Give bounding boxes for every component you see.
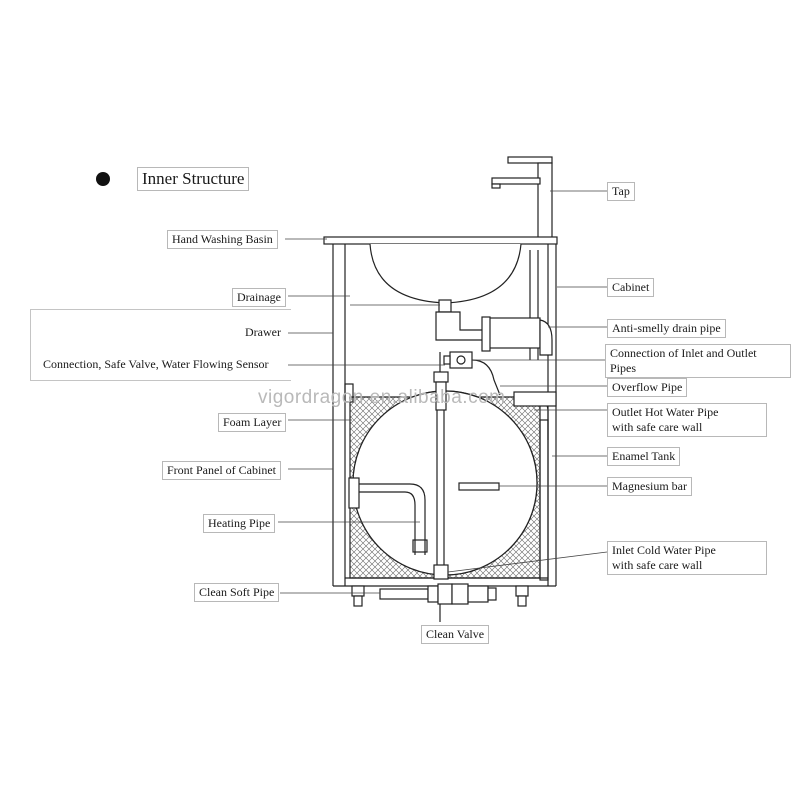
label-drawer: Drawer <box>245 325 281 339</box>
label-connection-inlet-outlet: Connection of Inlet and Outlet Pipes <box>605 344 791 378</box>
label-anti-smelly: Anti-smelly drain pipe <box>607 319 726 338</box>
diagram-title: Inner Structure <box>137 167 250 191</box>
label-overflow-pipe: Overflow Pipe <box>607 378 688 397</box>
title-bullet <box>96 172 110 186</box>
label-heating-pipe: Heating Pipe <box>203 514 276 533</box>
tap-shape <box>491 156 553 239</box>
countertop <box>323 236 558 245</box>
drawer-bracket <box>30 309 291 381</box>
label-drainage: Drainage <box>232 288 286 307</box>
label-line: with safe care wall <box>612 558 703 572</box>
heating-pipe <box>348 477 428 555</box>
label-inlet-cold: Inlet Cold Water Pipe with safe care wal… <box>607 541 767 575</box>
bottom-assembly <box>351 583 529 622</box>
drain-pipe <box>435 299 553 356</box>
label-line: with safe care wall <box>612 420 703 434</box>
label-enamel-tank: Enamel Tank <box>607 447 681 466</box>
leader-lines <box>278 190 608 594</box>
label-magnesium-bar: Magnesium bar <box>607 477 692 496</box>
label-clean-soft-pipe: Clean Soft Pipe <box>194 583 280 602</box>
basin-bowl <box>369 243 522 304</box>
label-connection-sensor: Connection, Safe Valve, Water Flowing Se… <box>43 357 269 371</box>
label-outlet-hot: Outlet Hot Water Pipe with safe care wal… <box>607 403 767 437</box>
label-tap: Tap <box>607 182 635 201</box>
label-front-panel: Front Panel of Cabinet <box>162 461 281 480</box>
enamel-tank <box>352 390 538 576</box>
label-cabinet: Cabinet <box>607 278 655 297</box>
label-hand-washing-basin: Hand Washing Basin <box>167 230 278 249</box>
watermark-text: vigordragon.en.alibaba.com <box>258 387 506 408</box>
label-line: Connection of Inlet and Outlet <box>610 346 757 360</box>
label-foam-layer: Foam Layer <box>218 413 287 432</box>
label-clean-valve: Clean Valve <box>421 625 490 644</box>
label-line: Pipes <box>610 361 637 375</box>
label-line: Inlet Cold Water Pipe <box>612 543 716 557</box>
label-line: Outlet Hot Water Pipe <box>612 405 719 419</box>
